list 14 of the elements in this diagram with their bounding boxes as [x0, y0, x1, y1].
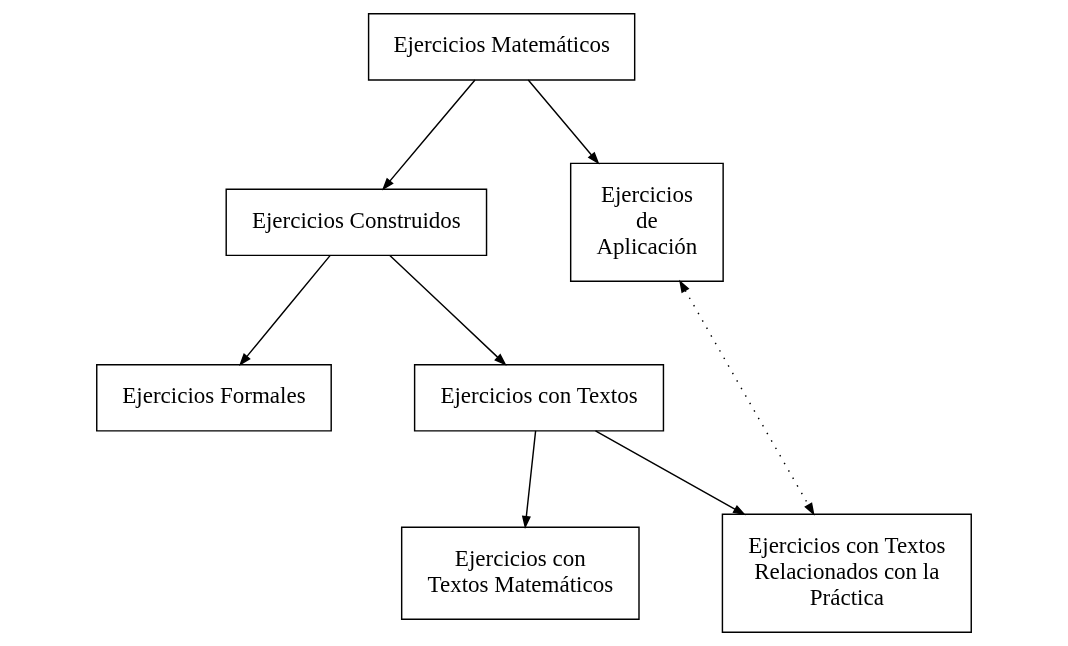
arrow [527, 79, 600, 165]
arrow [521, 430, 537, 529]
node-box: Ejercicios con Textos Relacionados con la Práctica [721, 513, 972, 633]
node-box: Ejercicios de Aplicación [569, 162, 724, 282]
node-box: Ejercicios Formales [96, 364, 332, 432]
arrow [679, 279, 815, 516]
arrow [594, 430, 746, 516]
node-box: Ejercicios con Textos Matemáticos [400, 526, 640, 620]
arrow [239, 254, 331, 366]
arrow [389, 254, 507, 366]
node-box: Ejercicios con Textos [413, 364, 665, 432]
node-box: Ejercicios Construidos [225, 188, 488, 257]
node-box: Ejercicios Matemáticos [367, 13, 636, 81]
arrow [381, 79, 476, 191]
